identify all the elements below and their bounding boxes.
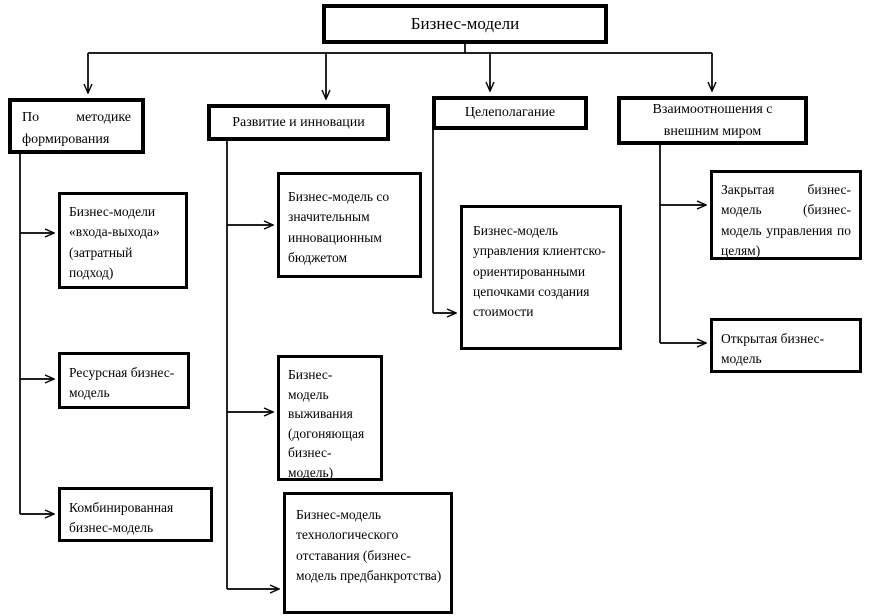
branch-development-header: Развитие и инновации (207, 104, 390, 141)
branch-methodology-header: По методике формирования (8, 98, 145, 154)
node-innovation-budget-model: Бизнес-модель со значительным инновацион… (277, 172, 422, 278)
node-root-business-models: Бизнес-модели (322, 4, 608, 44)
node-closed-model: Закрытая бизнес-модель (бизнес-модель уп… (710, 170, 862, 260)
node-client-chain-model: Бизнес-модель управления клиентско-ориен… (460, 205, 622, 350)
node-input-output-model: Бизнес-модели «входа-выхода» (затратный … (58, 192, 188, 289)
connector-group (19, 43, 712, 589)
node-open-model: Открытая бизнес-модель (710, 318, 862, 373)
branch-goal-setting-header: Целеполагание (432, 96, 588, 130)
branch-external-relations-header: Взаимоотношения с внешним миром (617, 96, 808, 145)
node-survival-model: Бизнес-модель выживания (догоняющая бизн… (277, 355, 383, 481)
node-combined-model: Комбинированная бизнес-модель (58, 487, 213, 542)
node-tech-lag-model: Бизнес-модель технологического отставани… (283, 492, 453, 614)
node-resource-model: Ресурсная бизнес-модель (58, 352, 190, 409)
